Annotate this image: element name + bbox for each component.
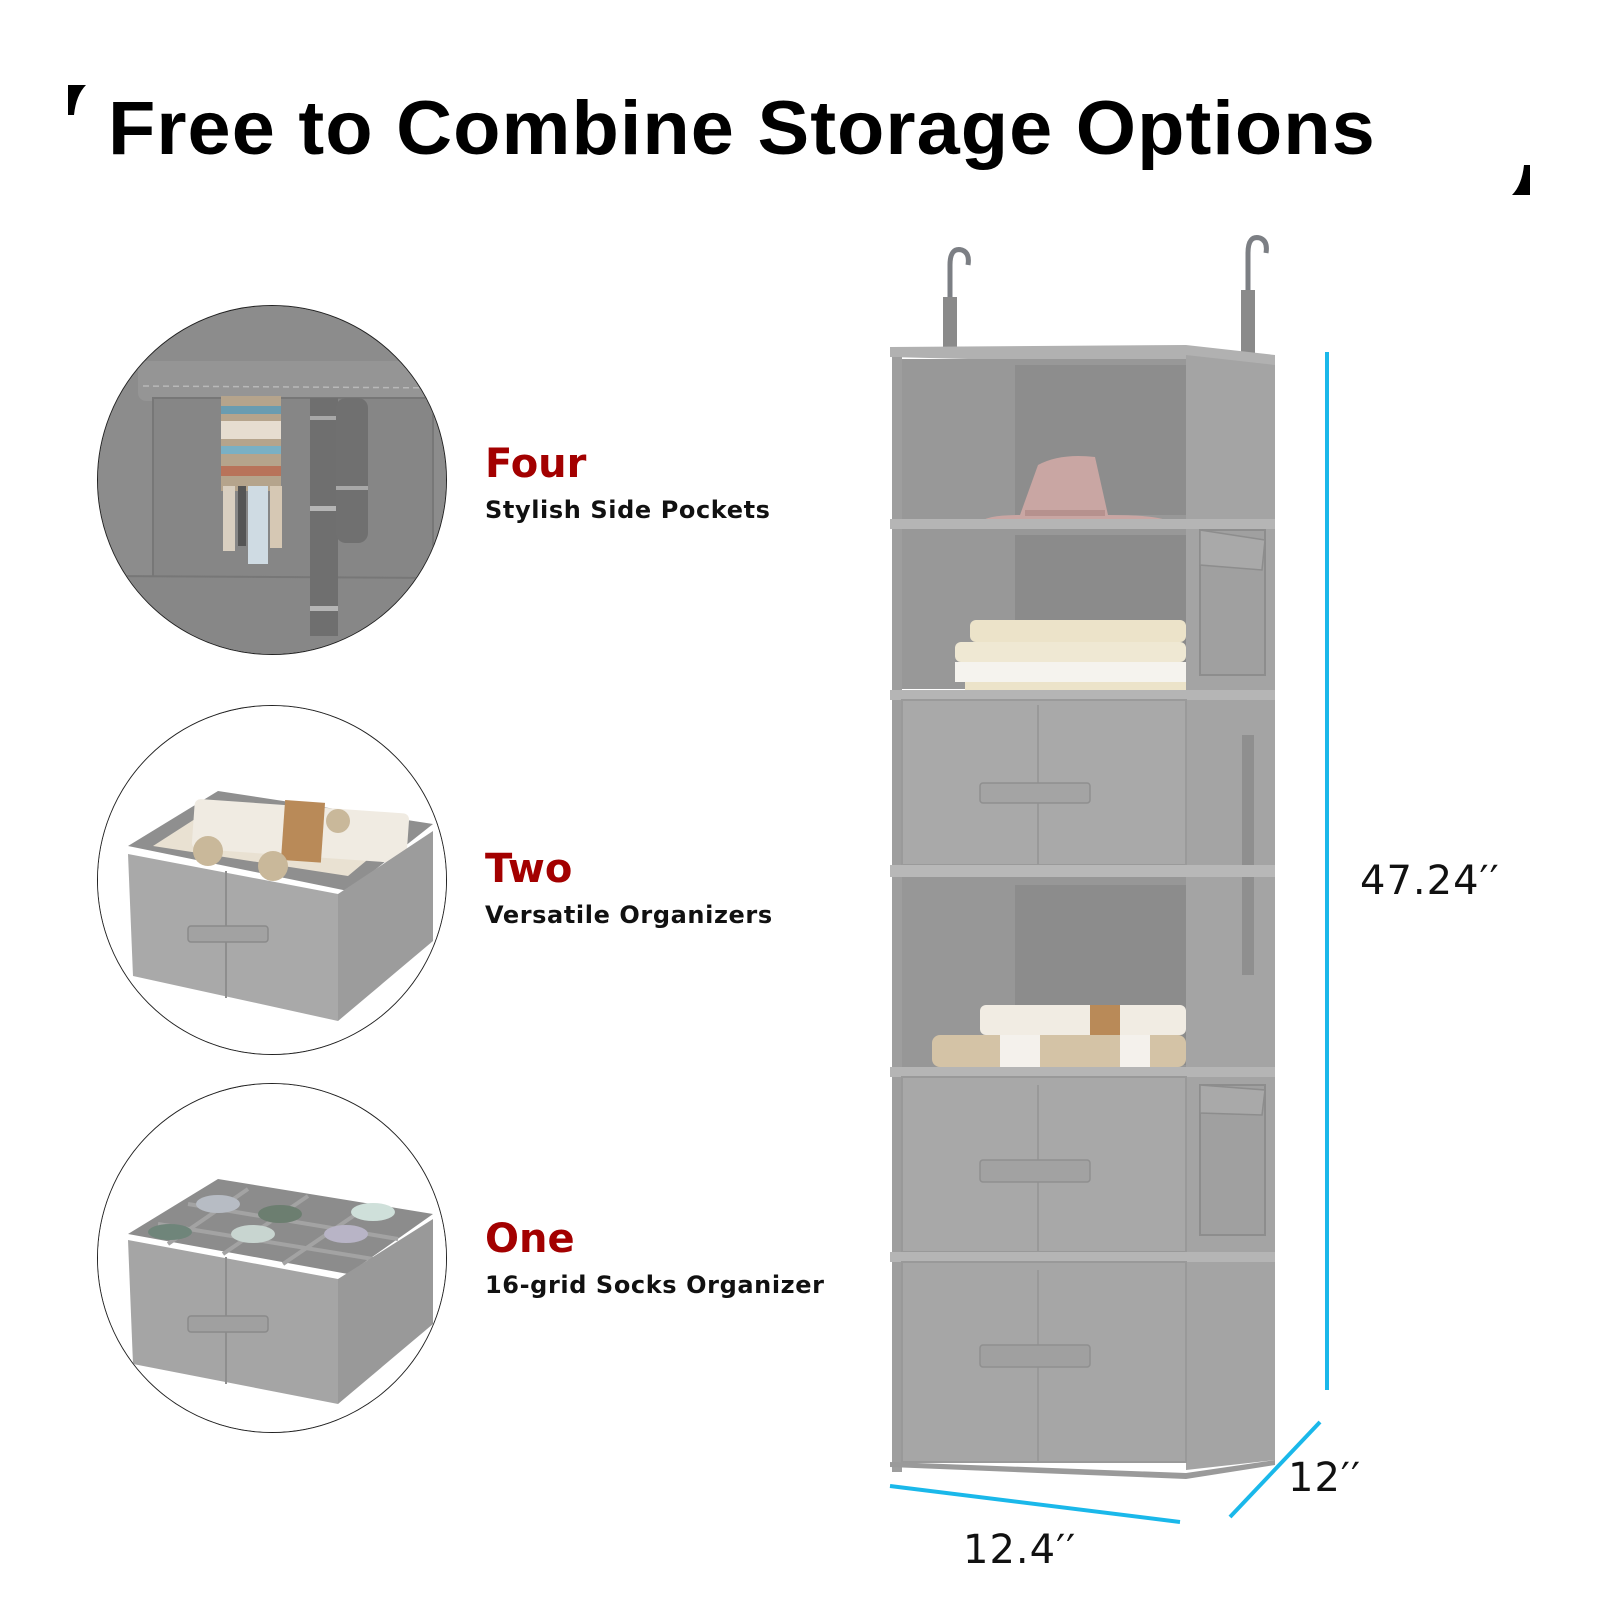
side-pocket-illustration xyxy=(98,306,446,654)
side-pocket-image xyxy=(97,305,447,655)
socks-organizer-image xyxy=(97,1083,447,1433)
height-dimension-label: 47.24′′ xyxy=(1360,858,1500,904)
feature-count: One xyxy=(485,1216,575,1262)
page-title: Free to Combine Storage Options xyxy=(108,86,1376,171)
grid-organizer-illustration xyxy=(98,1084,446,1432)
feature-side-pockets: Four Stylish Side Pockets xyxy=(485,444,771,524)
corner-quote-close-icon xyxy=(1512,165,1530,195)
drawer-illustration xyxy=(98,706,446,1054)
feature-description: Versatile Organizers xyxy=(485,901,773,929)
depth-dimension-label: 12′′ xyxy=(1288,1455,1362,1501)
hanger-hook-icon xyxy=(947,235,1269,350)
feature-count: Two xyxy=(485,846,573,892)
feature-socks-organizer: One 16-grid Socks Organizer xyxy=(485,1219,825,1299)
versatile-organizer-image xyxy=(97,705,447,1055)
hanging-organizer-product xyxy=(870,225,1310,1495)
width-dimension-label: 12.4′′ xyxy=(963,1527,1077,1573)
feature-description: Stylish Side Pockets xyxy=(485,496,771,524)
header: Free to Combine Storage Options xyxy=(0,85,1600,205)
feature-description: 16-grid Socks Organizer xyxy=(485,1271,825,1299)
feature-organizers: Two Versatile Organizers xyxy=(485,849,773,929)
corner-quote-open-icon xyxy=(68,85,86,115)
hanging-organizer-illustration xyxy=(890,235,1275,1479)
feature-count: Four xyxy=(485,441,587,487)
